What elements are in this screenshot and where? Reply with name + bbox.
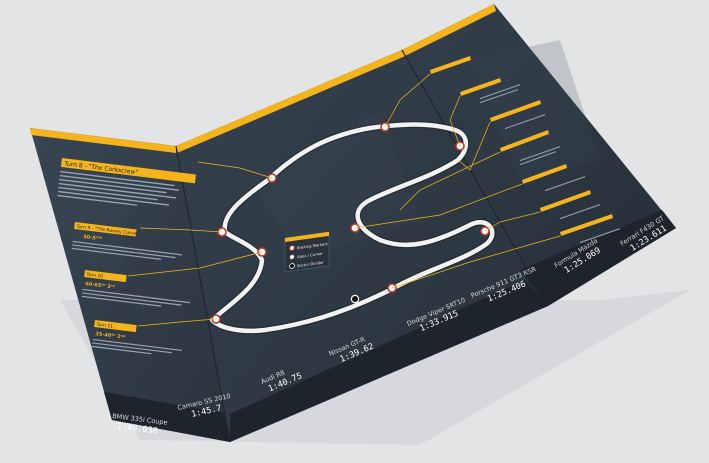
callout-leader [197, 161, 273, 179]
fold-line-left [175, 145, 231, 443]
callout-heading: Turn 10 [85, 272, 103, 280]
sector-divider [350, 294, 360, 304]
legend-item: Apex / Corner [297, 251, 323, 260]
right-callouts [430, 56, 613, 236]
callout-leader [139, 227, 223, 233]
left-panel [30, 128, 230, 442]
legend: Braking Markers Apex / Corner Sector Div… [284, 231, 330, 273]
legend-item: Braking Markers [297, 241, 328, 250]
callout-leader [127, 251, 263, 277]
callout-turn11: Turn 11 35-40ᵗʰ 2ⁿᵈ [91, 320, 183, 355]
callout-turn10: Turn 10 60-65ᵗʰ 3ʳᵈ [81, 270, 190, 307]
callout-rainey-curve: Turn 9 - "The Rainey Curve" 50-5¹ᵗʰ [71, 222, 182, 260]
right-callout-text-lines [480, 84, 620, 244]
callout-speed: 60-65ᵗʰ 3ʳᵈ [85, 281, 116, 291]
callout-speed: 50-5¹ᵗʰ [83, 234, 103, 242]
callout-heading: Turn 11 [95, 322, 113, 330]
callout-speed: 35-40ᵗʰ 2ⁿᵈ [95, 331, 126, 341]
callout-leader [137, 318, 217, 327]
middle-panel [176, 50, 548, 442]
right-callout-leaders [354, 73, 561, 289]
lap-time: 1:49.038 [116, 422, 158, 437]
right-panel [402, 4, 676, 306]
fold-line-right [401, 49, 549, 307]
legend-item: Sector Divider [297, 259, 324, 268]
